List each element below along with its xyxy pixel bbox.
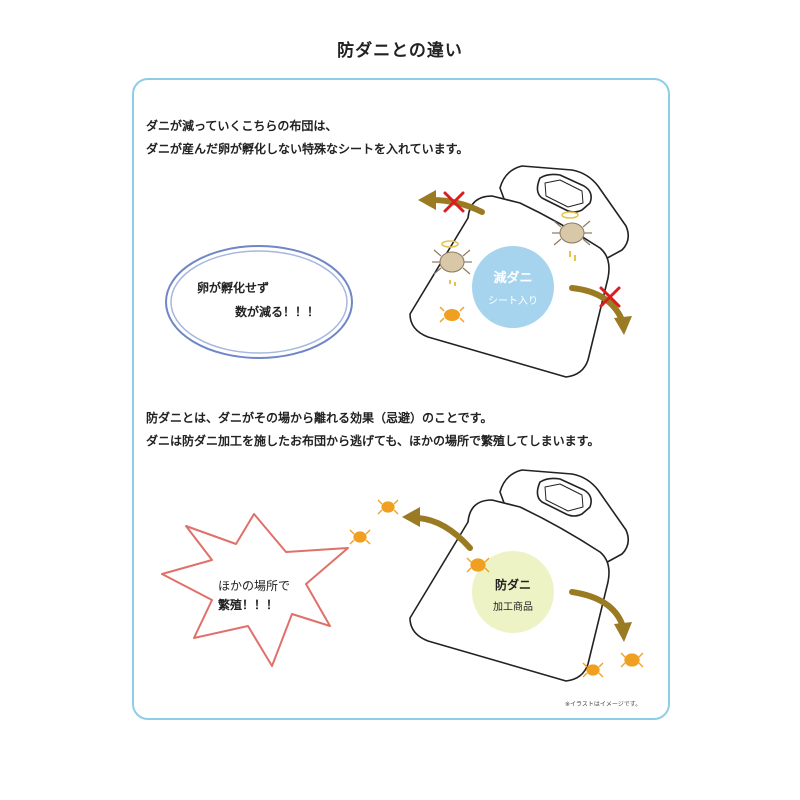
arrow-head xyxy=(614,622,632,642)
mite-icon xyxy=(582,662,604,678)
badge-circle xyxy=(472,551,554,633)
badge-circle xyxy=(472,246,554,328)
mite-icon xyxy=(377,499,399,515)
cross-icon xyxy=(443,191,621,308)
oval-line1: 卵が孵化せず xyxy=(197,281,270,295)
arrow-head xyxy=(614,316,632,335)
section1-line1: ダニが減っていくこちらの布団は、 xyxy=(146,119,338,133)
arrow-head xyxy=(402,507,420,527)
arrow-head xyxy=(418,190,436,210)
mite-icon xyxy=(466,557,490,573)
mite-icon xyxy=(439,306,465,323)
content-frame xyxy=(132,78,670,720)
arrow-icon xyxy=(569,589,625,627)
oval-line2: 数が減る！！！ xyxy=(235,305,320,319)
arrow-icon xyxy=(415,515,473,551)
section2-line2: ダニは防ダニ加工を施したお布団から逃げても、ほかの場所で繁殖してしまいます。 xyxy=(146,434,600,448)
section1-line2: ダニが産んだ卵が孵化しない特殊なシートを入れています。 xyxy=(146,142,469,156)
section2-line1: 防ダニとは、ダニがその場から離れる効果（忌避）のことです。 xyxy=(146,411,493,425)
arrow-icon xyxy=(429,197,485,215)
burst-shape xyxy=(161,513,349,667)
angel-mite-icon xyxy=(552,211,592,261)
illustration-note: ※イラストはイメージです。 xyxy=(565,701,642,708)
badge1-title: 減ダニ xyxy=(493,271,533,286)
speech-oval xyxy=(165,245,353,359)
angel-mite-icon xyxy=(432,240,472,286)
badge1-sub: シート入り xyxy=(488,296,538,307)
mite-icon xyxy=(349,529,371,545)
mite-icon xyxy=(620,652,644,668)
badge2-title: 防ダニ xyxy=(494,578,531,592)
arrow-icon xyxy=(569,285,625,323)
burst-line1: ほかの場所で xyxy=(218,579,291,593)
badge2-sub: 加工商品 xyxy=(493,602,533,613)
burst-line2: 繁殖！！！ xyxy=(218,598,279,612)
page-title: 防ダニとの違い xyxy=(337,41,463,61)
